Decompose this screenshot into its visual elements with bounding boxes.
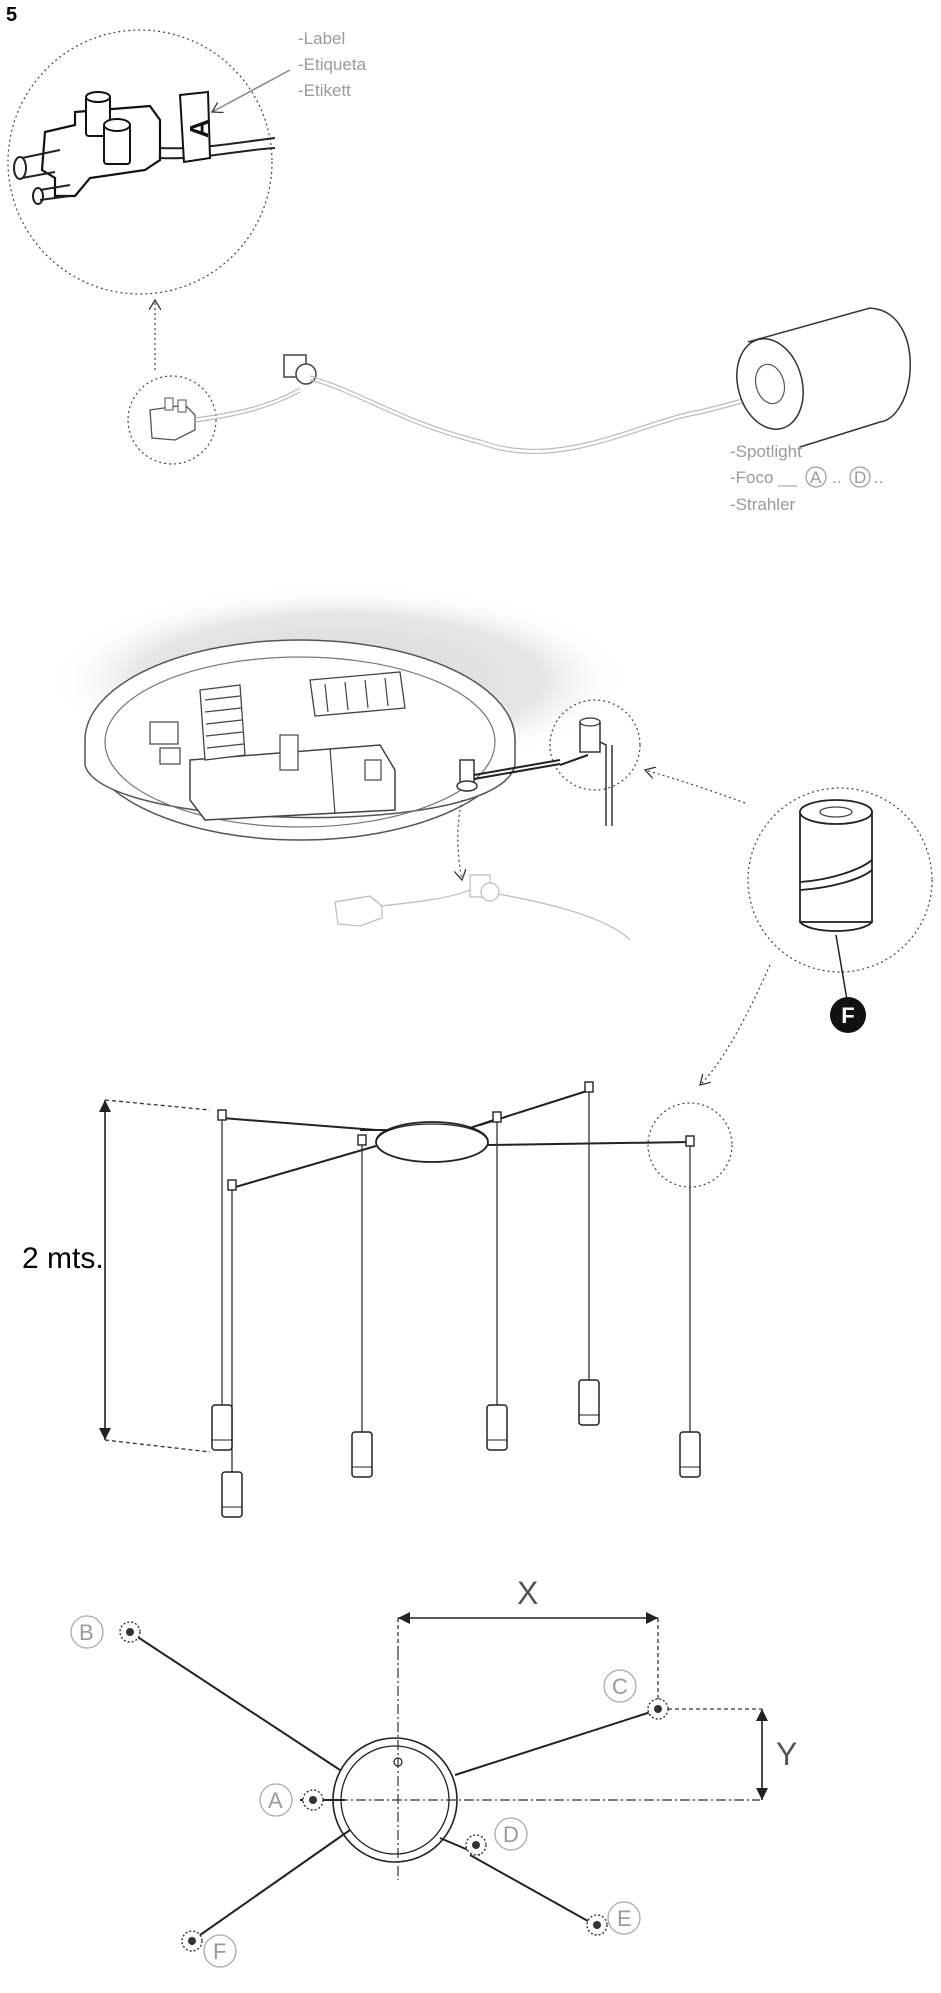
spotlight-text-es-prefix: -Foco __ xyxy=(730,468,798,487)
terminal-block-icon xyxy=(13,91,276,205)
pendant-spot-2 xyxy=(221,1471,243,1518)
dimension-x-label: X xyxy=(517,1575,538,1611)
pendant-spot-6 xyxy=(679,1431,701,1478)
plan-spot-f xyxy=(181,1930,203,1952)
label-tag-icon: A xyxy=(178,90,214,164)
pendant-height-diagram xyxy=(99,1081,733,1518)
plan-spot-a xyxy=(302,1789,324,1811)
label-text-es: -Etiqueta xyxy=(298,55,367,74)
small-connector-view xyxy=(127,375,217,465)
label-text-en: -Label xyxy=(298,29,345,48)
step-number: 5 xyxy=(6,4,18,26)
label-tag-letter: A xyxy=(184,119,214,138)
spotlight-range-to: D xyxy=(854,468,866,487)
plan-label-c: C xyxy=(612,1674,628,1699)
dimension-y-label: Y xyxy=(776,1736,797,1772)
pendant-spot-5 xyxy=(578,1379,600,1426)
plan-spot-c xyxy=(647,1698,669,1720)
plan-spot-b xyxy=(119,1621,141,1643)
label-text-de: -Etikett xyxy=(298,81,351,100)
cable-grommet-icon xyxy=(283,354,317,385)
spotlight-text-en: -Spotlight xyxy=(730,442,802,461)
pendant-spot-3 xyxy=(351,1431,373,1478)
plan-spot-d xyxy=(465,1834,487,1856)
plan-label-f: F xyxy=(213,1939,226,1964)
spotlight-text-de: -Strahler xyxy=(730,495,796,514)
spotlight-range-from: A xyxy=(810,468,822,487)
height-dimension-label: 2 mts. xyxy=(22,1242,104,1275)
plan-label-a: A xyxy=(268,1788,283,1813)
pendant-spot-4 xyxy=(486,1404,508,1451)
plan-label-b: B xyxy=(79,1620,94,1645)
part-f-detail-callout xyxy=(747,787,933,1001)
plan-label-e: E xyxy=(617,1906,632,1931)
part-f-marker: F xyxy=(841,1003,854,1028)
connector-detail-callout: A xyxy=(7,29,291,295)
faded-connector-icon xyxy=(334,874,631,941)
plan-view-diagram xyxy=(70,1612,768,1968)
plan-spot-e xyxy=(586,1914,608,1936)
ceiling-canopy-view xyxy=(50,585,630,841)
grommet-detail-icon xyxy=(559,717,613,826)
spotlight-icon xyxy=(736,307,911,448)
pendant-spot-1 xyxy=(211,1404,233,1451)
spotlight-range-sep: .. xyxy=(832,468,841,487)
spotlight-range-suffix: .. xyxy=(874,468,883,487)
plan-label-d: D xyxy=(503,1822,519,1847)
